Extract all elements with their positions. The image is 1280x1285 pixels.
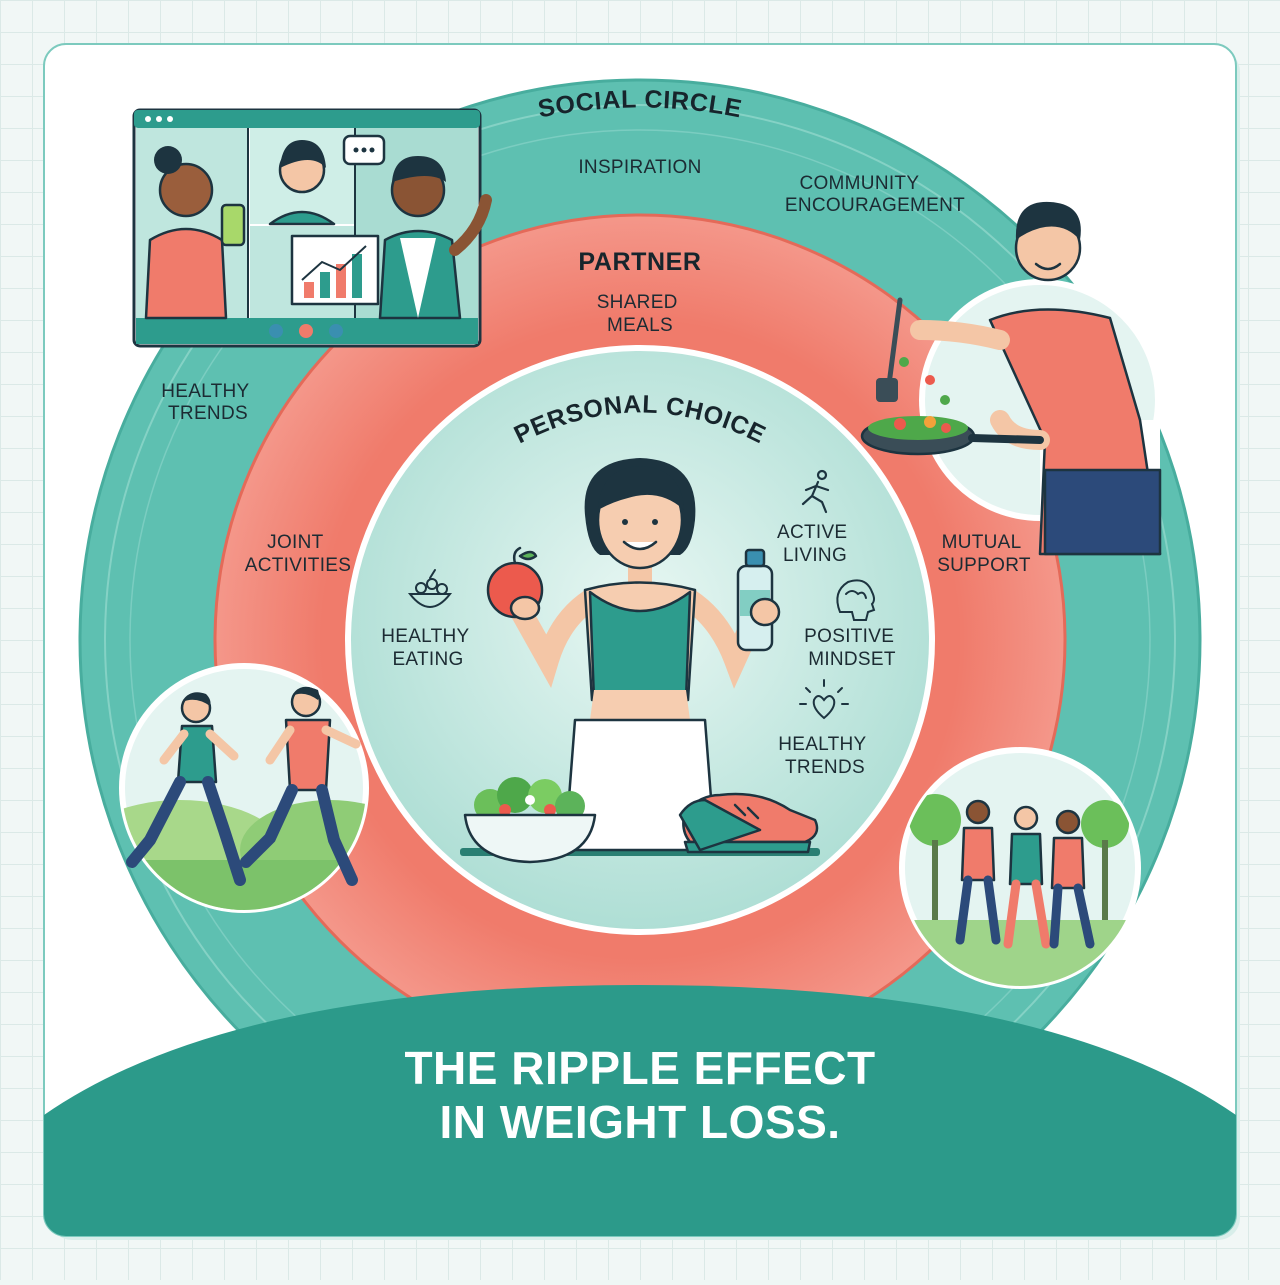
salad-bowl-illustration (463, 777, 597, 864)
label-joint-activities: JOINT ACTIVITIES (245, 532, 351, 576)
title-line-1: THE RIPPLE EFFECT (404, 1042, 875, 1094)
brain-head-icon (836, 579, 876, 621)
heart-sparkle-icon (799, 679, 849, 720)
label-inspiration: INSPIRATION (578, 157, 701, 178)
central-woman-illustration (460, 458, 820, 856)
label-social-healthy-trends: HEALTHY TRENDS (161, 381, 255, 424)
food-bowl-icon (407, 569, 453, 608)
title-line-2: IN WEIGHT LOSS. (439, 1096, 840, 1148)
label-positive-mindset: POSITIVE MINDSET (804, 626, 900, 670)
label-active-living: ACTIVE LIVING (777, 522, 853, 566)
cooking-man-illustration (860, 201, 1162, 556)
label-community-encouragement: COMMUNITY ENCOURAGEMENT (785, 173, 965, 216)
title-band (44, 985, 1236, 1236)
label-healthy-eating: HEALTHY EATING (381, 626, 475, 670)
partner-title: PARTNER (578, 248, 701, 276)
label-mutual-support: MUTUAL SUPPORT (937, 532, 1031, 576)
video-call-window (132, 108, 492, 348)
running-person-icon (801, 469, 830, 514)
label-personal-healthy-trends: HEALTHY TRENDS (778, 734, 872, 778)
walking-friends-illustration (899, 747, 1141, 989)
sneakers-illustration (678, 792, 819, 854)
label-shared-meals: SHARED MEALS (597, 292, 684, 336)
